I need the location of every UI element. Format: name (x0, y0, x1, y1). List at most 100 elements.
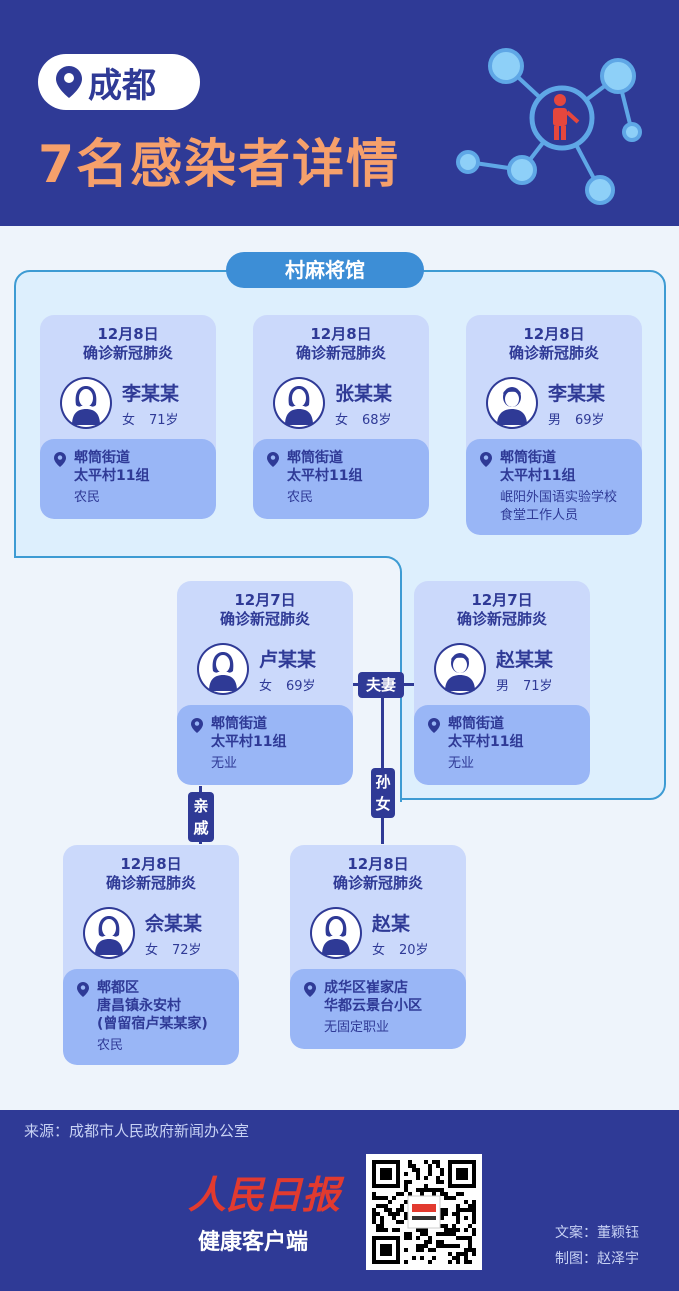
diagnosis: 确诊新冠肺炎 (82, 344, 173, 362)
address: 郫筒街道太平村11组 (500, 449, 632, 485)
card-details: 郫筒街道太平村11组 农民 (253, 439, 429, 519)
address-line: 郫筒街道 (211, 716, 267, 732)
male-avatar-icon (486, 377, 538, 429)
city-badge: 成都 (38, 54, 200, 110)
patient-meta: 男 69岁 (548, 409, 605, 428)
address-line: 郫筒街道 (448, 716, 504, 732)
address-line: 太平村11组 (211, 734, 287, 750)
occupation: 农民 (97, 1037, 229, 1055)
qr-code[interactable] (366, 1154, 482, 1270)
granddaughter-line (381, 686, 384, 844)
diagnosis: 确诊新冠肺炎 (508, 344, 599, 362)
credits: 文案：董颖钰 制图：赵泽宇 (555, 1220, 639, 1272)
gender: 男 (548, 413, 562, 428)
patient-name: 赵某 (372, 913, 411, 935)
case-card: 12月8日 确诊新冠肺炎 李某某 男 69岁 郫筒街道太平村11组 岷阳外国语实验… (466, 315, 642, 535)
gender: 女 (335, 413, 349, 428)
address-line: 太平村11组 (448, 734, 524, 750)
source-text: 来源：成都市人民政府新闻办公室 (24, 1122, 250, 1140)
female-avatar-icon (273, 377, 325, 429)
job-line: 无固定职业 (324, 1020, 390, 1035)
occupation: 农民 (74, 489, 206, 507)
city-name: 成都 (88, 65, 156, 106)
gender: 女 (145, 943, 159, 958)
card-details: 郫筒街道太平村11组 农民 (40, 439, 216, 519)
address-line: 成华区崔家店 (324, 980, 408, 996)
patient-meta: 女 68岁 (335, 409, 392, 428)
network-icon (456, 48, 642, 205)
diagnosis: 确诊新冠肺炎 (295, 344, 386, 362)
address-line: 太平村11组 (287, 468, 363, 484)
region-label: 村麻将馆 (226, 252, 424, 288)
location-pin-icon (304, 982, 316, 997)
patient-name: 张某某 (335, 383, 393, 405)
diagnosis: 确诊新冠肺炎 (219, 610, 310, 628)
job-line: 农民 (97, 1038, 124, 1053)
address: 郫筒街道太平村11组 (448, 715, 580, 751)
location-pin-icon (480, 452, 492, 467)
confirm-date: 12月8日 (97, 325, 159, 343)
female-avatar-icon (60, 377, 112, 429)
confirm-date: 12月8日 (120, 855, 182, 873)
age: 71岁 (149, 413, 179, 428)
patient-meta: 女 69岁 (259, 675, 316, 694)
job-line: 无业 (211, 756, 238, 771)
location-pin-icon (428, 718, 440, 733)
age: 69岁 (286, 679, 316, 694)
confirm-date: 12月8日 (523, 325, 585, 343)
occupation: 无固定职业 (324, 1019, 456, 1037)
relative-tag-char-2: 戚 (193, 819, 209, 837)
address-line: 华都云景台小区 (324, 998, 422, 1014)
patient-name: 卢某某 (259, 649, 317, 671)
job-line: 农民 (74, 490, 101, 505)
granddaughter-tag-char-1: 孙 (375, 773, 391, 791)
address: 郫都区唐昌镇永安村(曾留宿卢某某家) (97, 979, 229, 1033)
footer: 来源：成都市人民政府新闻办公室 人民日报 健康客户端 文案：董颖钰 制图：赵泽宇 (0, 1110, 679, 1291)
age: 69岁 (575, 413, 605, 428)
occupation: 岷阳外国语实验学校食堂工作人员 (500, 489, 632, 525)
card-details: 郫都区唐昌镇永安村(曾留宿卢某某家) 农民 (63, 969, 239, 1065)
address: 郫筒街道太平村11组 (287, 449, 419, 485)
gender: 女 (259, 679, 273, 694)
card-top: 12月7日 确诊新冠肺炎 卢某某 女 69岁 (177, 581, 353, 705)
diagnosis: 确诊新冠肺炎 (332, 874, 423, 892)
patient-name: 李某某 (548, 383, 606, 405)
address-line: 太平村11组 (74, 468, 150, 484)
logo-main: 人民日报 (188, 1172, 341, 1217)
female-avatar-icon (197, 643, 249, 695)
card-top: 12月8日 确诊新冠肺炎 李某某 男 69岁 (466, 315, 642, 439)
age: 68岁 (362, 413, 392, 428)
case-card: 12月7日 确诊新冠肺炎 卢某某 女 69岁 郫筒街道太平村11组 无业 (177, 581, 353, 785)
spouse-tag: 夫妻 (358, 672, 404, 698)
address-line: 郫筒街道 (287, 450, 343, 466)
card-details: 郫筒街道太平村11组 无业 (177, 705, 353, 785)
job-line: 食堂工作人员 (500, 508, 579, 523)
occupation: 农民 (287, 489, 419, 507)
address: 郫筒街道太平村11组 (211, 715, 343, 751)
job-line: 无业 (448, 756, 475, 771)
location-pin-icon (56, 66, 82, 98)
writer-credit: 文案：董颖钰 (555, 1225, 639, 1241)
confirm-date: 12月7日 (471, 591, 533, 609)
address-line: 唐昌镇永安村 (97, 998, 181, 1014)
gender: 女 (122, 413, 136, 428)
granddaughter-tag: 孙 女 (371, 768, 395, 818)
address-line: 郫筒街道 (74, 450, 130, 466)
age: 71岁 (523, 679, 553, 694)
diagnosis: 确诊新冠肺炎 (456, 610, 547, 628)
address-line: 郫都区 (97, 980, 139, 996)
confirm-date: 12月7日 (234, 591, 296, 609)
patient-name: 佘某某 (145, 913, 203, 935)
occupation: 无业 (211, 755, 343, 773)
location-pin-icon (54, 452, 66, 467)
location-pin-icon (191, 718, 203, 733)
job-line: 农民 (287, 490, 314, 505)
header: 成都 7名感染者详情 (0, 0, 679, 226)
